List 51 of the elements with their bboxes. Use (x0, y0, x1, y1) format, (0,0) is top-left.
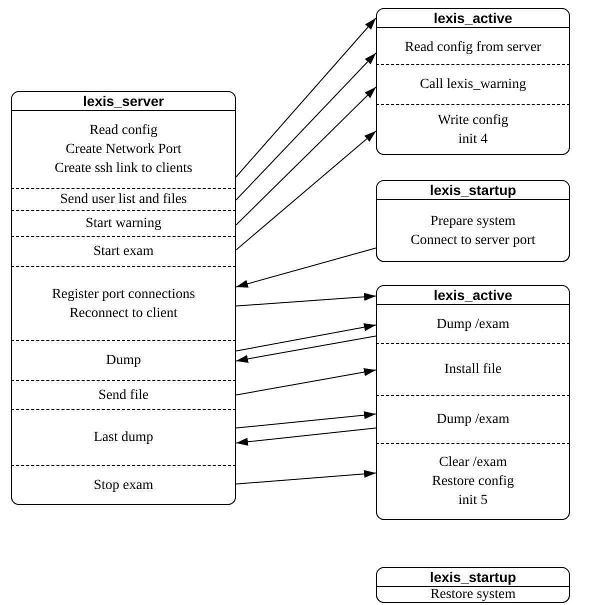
section-text: Create Network Port (66, 140, 182, 158)
arrow (236, 411, 376, 428)
section-text: Install file (444, 361, 502, 379)
section (376, 443, 570, 520)
class-box (11, 91, 236, 505)
section-text: Prepare system (430, 212, 516, 230)
arrow (236, 86, 376, 226)
class-box (376, 180, 570, 262)
arrow (236, 428, 376, 446)
arrow (236, 368, 376, 396)
section-text: Clear /exam (438, 454, 508, 472)
section-text: Dump /exam (436, 316, 510, 334)
section-text: Restore system (430, 586, 516, 604)
section-text: Dump /exam (436, 411, 510, 429)
arrow (236, 18, 376, 178)
class-box (376, 285, 570, 520)
box-title: lexis_server (12, 92, 235, 111)
section-text: Create ssh link to clients (54, 160, 192, 178)
section-text: Register port connections (52, 286, 196, 304)
section-text: Call lexis_warning (420, 76, 526, 94)
section-text: Read config from server (404, 38, 542, 56)
section-text: Start warning (86, 215, 162, 233)
arrow (236, 336, 376, 363)
arrow (236, 52, 376, 200)
box-title: lexis_startup (377, 181, 569, 200)
class-box (376, 8, 570, 155)
arrow (236, 470, 376, 484)
section-text: Connect to server port (410, 232, 536, 250)
arrow (236, 292, 376, 306)
section-text: Restore config (432, 473, 514, 491)
arrow (236, 130, 376, 250)
section-text: Dump (106, 352, 141, 370)
box-title: lexis_active (377, 286, 569, 305)
section-text: Start exam (93, 243, 154, 261)
section-text: Write config (438, 112, 508, 130)
class-box (376, 567, 570, 603)
box-title: lexis_startup (377, 568, 569, 587)
arrow (236, 323, 376, 352)
section-text: Read config (89, 122, 158, 140)
section (376, 104, 570, 155)
section (376, 587, 570, 603)
section (11, 465, 236, 505)
section-text: Reconnect to client (69, 304, 178, 322)
section-text: Send file (98, 386, 149, 404)
box-title: lexis_active (377, 9, 569, 28)
section-text: init 5 (458, 492, 488, 510)
arrow (236, 248, 376, 288)
section-text: Send user list and files (60, 191, 187, 209)
section-text: init 4 (458, 130, 488, 148)
section-text: Last dump (94, 429, 154, 447)
section-text: Stop exam (94, 476, 154, 494)
